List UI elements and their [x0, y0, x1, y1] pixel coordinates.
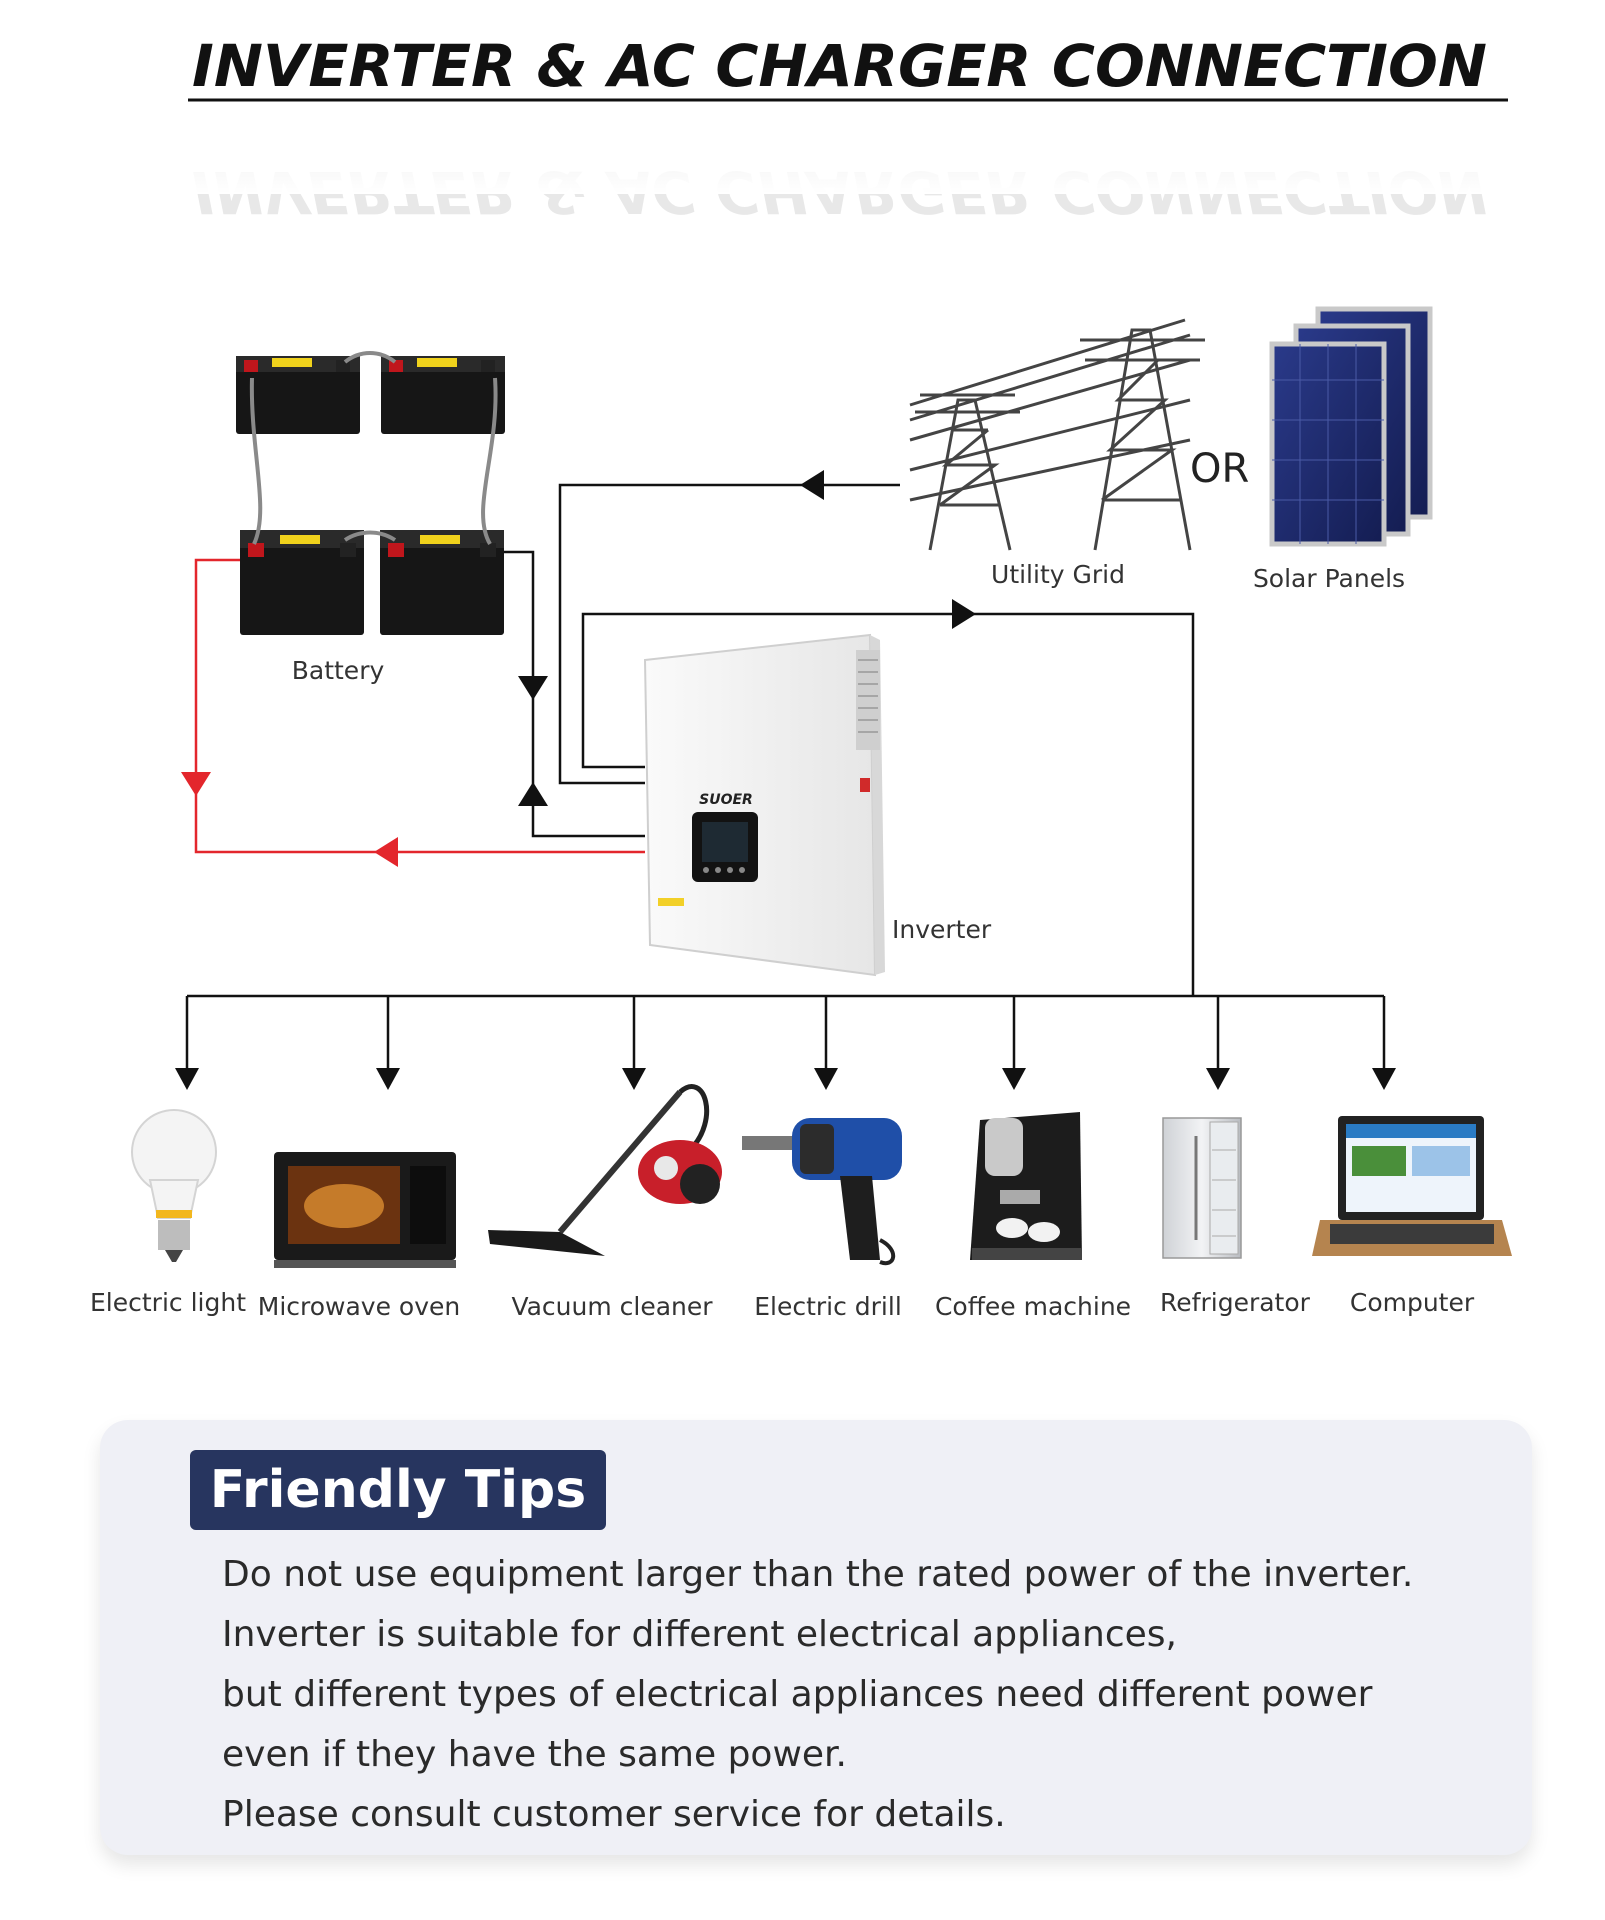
utility-grid-label: Utility Grid [991, 560, 1125, 589]
arrow-right-icon [952, 599, 976, 629]
tip-line: Do not use equipment larger than the rat… [222, 1554, 1414, 1595]
battery-icon [240, 530, 364, 635]
appliance-label: Refrigerator [1160, 1288, 1311, 1317]
solar-panels-icon [1269, 306, 1433, 547]
battery-inverter-line [504, 550, 645, 838]
arrow-up-icon [518, 782, 548, 806]
arrow-down-icon [1206, 1068, 1230, 1090]
arrow-down-icon [622, 1068, 646, 1090]
battery-charge-line [194, 558, 645, 854]
appliance-label: Electric drill [754, 1292, 902, 1321]
tip-line: even if they have the same power. [222, 1734, 847, 1775]
arrow-down-icon [1372, 1068, 1396, 1090]
vacuum-icon [488, 1084, 722, 1256]
arrow-down-red-icon [181, 772, 211, 796]
or-label: OR [1190, 446, 1249, 492]
arrow-down-icon [376, 1068, 400, 1090]
inverter-label: Inverter [892, 915, 992, 944]
solar-panels-label: Solar Panels [1253, 564, 1405, 593]
battery-bank [236, 351, 505, 635]
arrow-down-icon [518, 676, 548, 700]
arrow-down-icon [175, 1068, 199, 1090]
arrow-left-red-icon [374, 837, 398, 867]
arrow-down-icon [1002, 1068, 1026, 1090]
appliance-label: Computer [1350, 1288, 1475, 1317]
appliance-label: Coffee machine [935, 1292, 1131, 1321]
battery-label: Battery [292, 656, 385, 685]
tip-line: Please consult customer service for deta… [222, 1794, 1006, 1835]
flow-arrows [181, 470, 976, 867]
title-reflection: INVERTER & AC CHARGER CONNECTION [180, 104, 1520, 226]
microwave-icon [274, 1152, 456, 1268]
coffee-machine-icon [970, 1112, 1082, 1260]
inverter-icon: SUOER [643, 633, 885, 977]
appliance-label: Microwave oven [258, 1292, 461, 1321]
utility-grid-icon [909, 318, 1205, 551]
battery-icon [381, 356, 505, 434]
tip-line: but different types of electrical applia… [222, 1674, 1373, 1715]
drill-icon [742, 1118, 902, 1266]
friendly-tips-list: Do not use equipment larger than the rat… [222, 1545, 1522, 1845]
arrow-left-icon [800, 470, 824, 500]
refrigerator-icon [1162, 1117, 1242, 1259]
tip-line: Inverter is suitable for different elect… [222, 1614, 1177, 1655]
grid-to-inverter-line [558, 483, 900, 785]
inverter-to-loads-line [581, 612, 1195, 996]
arrow-down-icon [814, 1068, 838, 1090]
load-arrows [175, 996, 1396, 1090]
appliance-labels: Electric light Microwave oven Vacuum clean… [90, 1288, 1475, 1321]
laptop-icon [1312, 1116, 1512, 1256]
page-title: INVERTER & AC CHARGER CONNECTION [192, 32, 1487, 100]
light-bulb-icon [131, 1109, 217, 1262]
appliance-label: Electric light [90, 1288, 246, 1317]
friendly-tips-badge: Friendly Tips [190, 1450, 606, 1530]
battery-icon [236, 356, 360, 434]
battery-icon [380, 530, 504, 635]
inverter-brand: SUOER [699, 792, 753, 808]
appliance-label: Vacuum cleaner [511, 1292, 713, 1321]
